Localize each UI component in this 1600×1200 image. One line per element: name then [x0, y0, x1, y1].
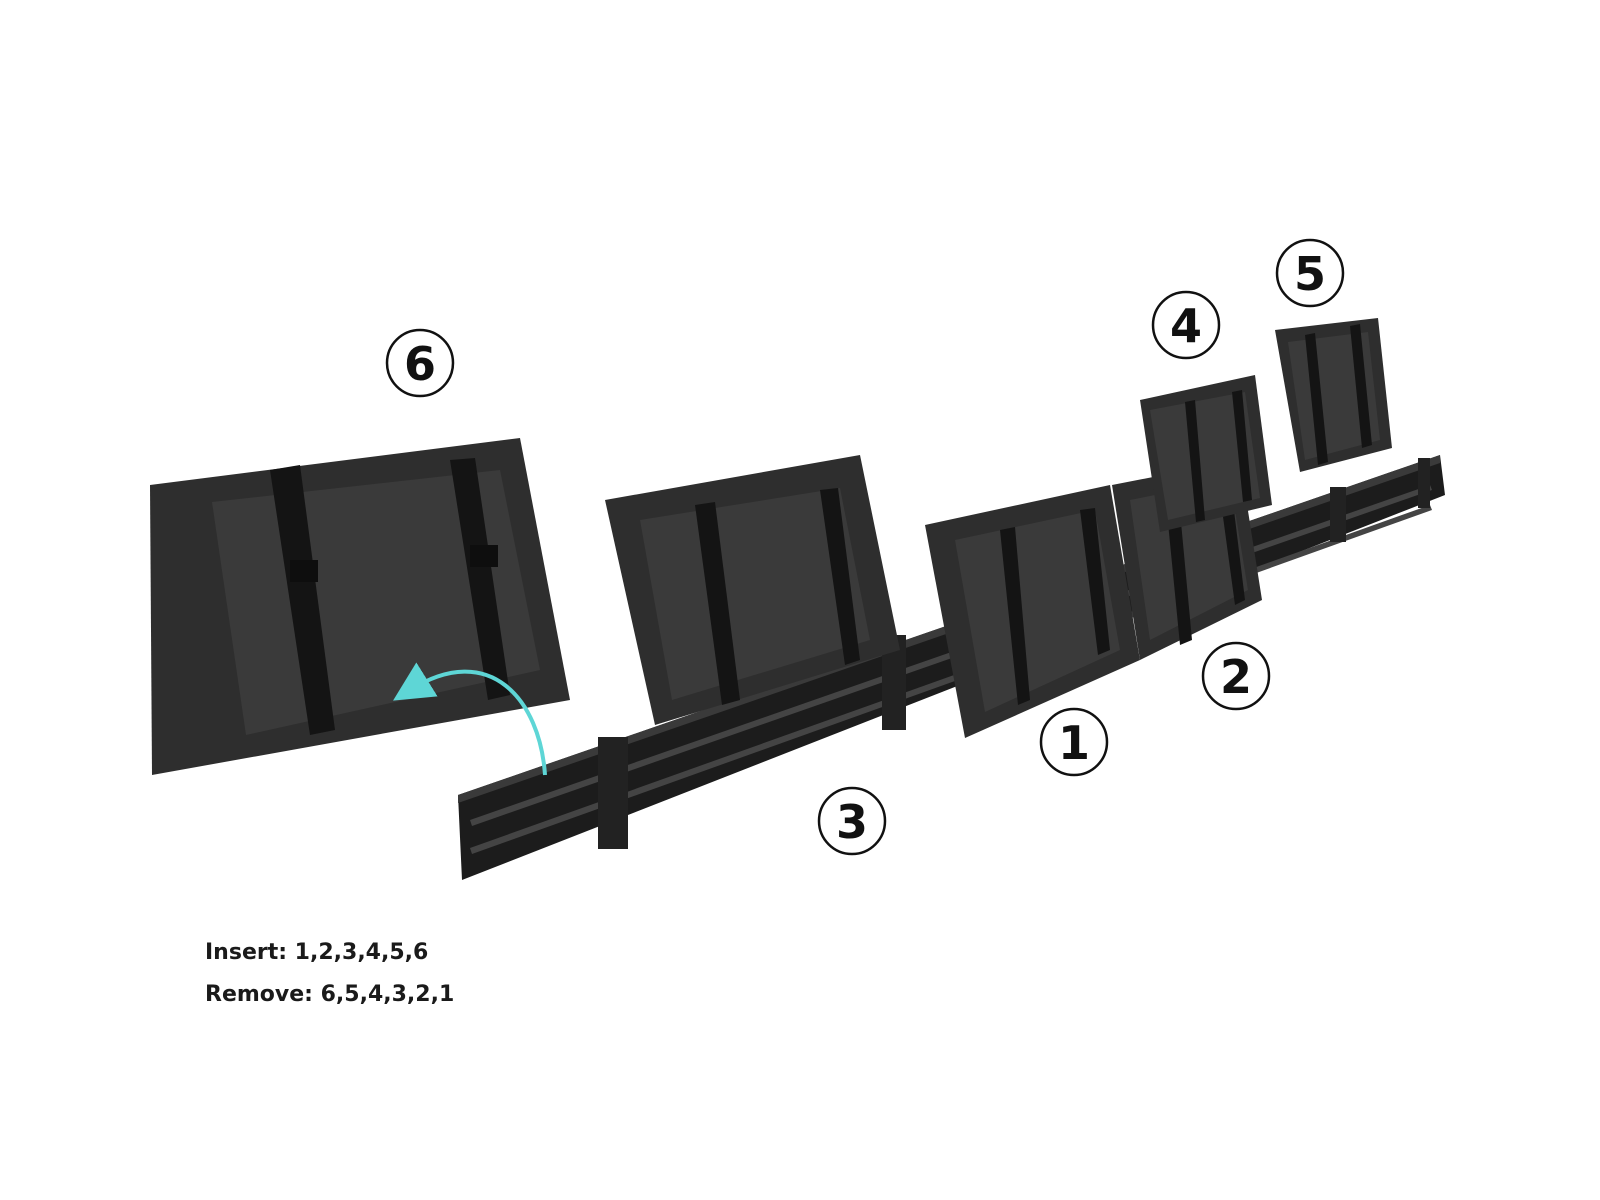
callout-1: 1 — [1039, 707, 1109, 777]
callout-label: 5 — [1294, 247, 1326, 301]
display-panel-5 — [1275, 318, 1392, 472]
instructions: Insert: 1,2,3,4,5,6 Remove: 6,5,4,3,2,1 — [205, 932, 454, 1016]
display-panel-4 — [1140, 375, 1272, 532]
callout-2: 2 — [1201, 641, 1271, 711]
insert-order: Insert: 1,2,3,4,5,6 — [205, 940, 429, 965]
callout-5: 5 — [1275, 238, 1345, 308]
rail-joint-plate — [598, 737, 628, 849]
display-panel-1 — [925, 485, 1140, 738]
callout-label: 2 — [1220, 650, 1252, 704]
callout-label: 4 — [1170, 299, 1202, 353]
callout-4: 4 — [1151, 290, 1221, 360]
display-panel-6 — [150, 438, 570, 775]
mounting-rail — [458, 455, 1445, 880]
callout-label: 1 — [1058, 716, 1090, 770]
rail-joint-plate — [1330, 487, 1346, 542]
callout-6: 6 — [385, 328, 455, 398]
rail-joint-plate — [1418, 458, 1430, 508]
display-panel-3 — [605, 455, 900, 725]
remove-order: Remove: 6,5,4,3,2,1 — [205, 982, 455, 1007]
callout-3: 3 — [817, 786, 887, 856]
curved-arrow-icon — [393, 662, 547, 776]
callout-label: 3 — [836, 795, 868, 849]
callout-label: 6 — [404, 337, 436, 391]
